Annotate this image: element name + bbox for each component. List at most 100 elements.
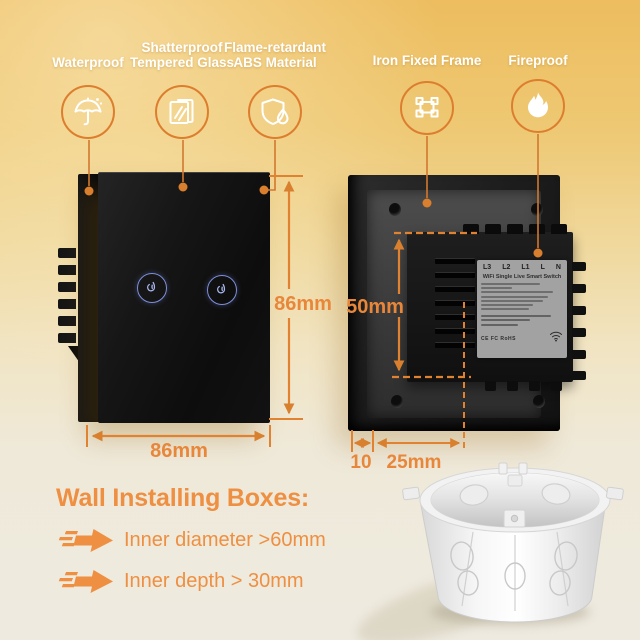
wall-box-image [357,462,624,640]
feature-circle-waterproof [61,85,115,139]
feature-label-line: Fireproof [508,53,568,68]
iron-frame-icon [415,97,439,118]
box-body [419,499,607,623]
feature-label-waterproof: Waterproof [23,55,153,70]
heatsink-fin [58,333,76,343]
shield-flame-icon [261,98,289,125]
frame-depth-label: 10 [350,452,372,473]
terminal-tooth [572,306,586,315]
spec-line [481,287,513,290]
feature-label-fireproof: Fireproof [473,53,603,68]
feature-label-line: Tempered Glass [129,55,235,70]
glass-face [98,172,270,423]
caution-line [481,319,531,322]
vent-slot [435,272,475,278]
heatsink-fin [58,265,76,275]
knockout-holes [450,541,578,596]
feature-label-line: Flame-retardant [223,40,327,55]
heatsink-fin [58,316,76,326]
terminal-tooth [572,350,586,359]
vent-slot [435,286,475,292]
terminal-row: L3 L2 L1 L N [481,264,563,271]
wifi-module: L3 L2 L1 L N WiFi Single Live Smart Swit… [407,224,586,391]
feature-circle-iron-frame [400,81,454,135]
terminal-mark: L [540,264,545,271]
feature-label-line: Shatterproof [141,40,223,55]
feature-circle-tempered-glass [155,85,209,139]
vent-slot [435,342,475,348]
umbrella-icon [74,97,103,126]
feature-label-line: ABS Material [233,55,317,70]
install-heading: Wall Installing Boxes: [56,484,310,512]
terminal-mark: L2 [502,264,511,271]
screw-hole [391,395,403,408]
terminal-block [463,224,479,234]
terminal-tooth [572,284,586,293]
vent-slot [435,328,475,334]
screw-hole [533,395,545,408]
feature-label-line: Iron Fixed Frame [372,53,482,68]
vent-slots [435,258,475,356]
terminal-block [507,224,523,234]
feature-label-line: Waterproof [52,55,124,70]
install-item-depth: Inner depth > 30mm [124,570,304,592]
inner-knockouts [459,483,571,506]
spec-line [481,283,541,285]
terminal-mark: L1 [521,264,530,271]
side-clip [606,486,624,501]
label-bottom-row: CE FC RoHS [481,330,563,342]
heatsink-fin [58,248,76,258]
feature-label-abs-material: Flame-retardant ABS Material [210,40,340,70]
panel-side-edge [78,174,100,422]
lug-screw-hole [510,514,519,523]
caution-line [481,323,518,326]
heatsink-fin [58,282,76,292]
spec-line [481,299,544,302]
terminal-tooth [572,371,586,380]
side-clip [402,486,420,501]
rim-tab [498,462,508,475]
terminal-mark: N [555,264,561,271]
front-width-label: 86mm [150,440,208,462]
feature-label-iron-frame: Iron Fixed Frame [362,53,492,68]
screw-hole [389,203,401,216]
terminal-tooth [485,381,496,391]
vent-slot [435,314,475,320]
feature-circle-abs-material [248,85,302,139]
fast-arrow-icon [58,529,113,552]
screw-hole [531,203,543,216]
terminal-block [529,224,545,234]
rim-tab [518,462,528,475]
module-depth-label: 25mm [386,452,442,473]
front-panel-view [52,172,292,424]
back-height-label: 50mm [346,296,404,318]
spec-line [481,295,549,298]
spec-line [481,303,534,306]
install-item-diameter: Inner diameter >60mm [124,529,326,551]
spec-label: L3 L2 L1 L N WiFi Single Live Smart Swit… [477,260,567,358]
feature-circle-fireproof [511,79,565,133]
touch-power-icon [217,283,226,294]
caution-line [481,315,551,318]
vent-slot [435,300,475,306]
module-title: WiFi Single Live Smart Switch [482,274,562,280]
back-panel-view: L3 L2 L1 L N WiFi Single Live Smart Swit… [345,175,593,435]
vent-slot [435,258,475,264]
terminal-tooth [507,381,518,391]
terminal-mark: L3 [483,264,492,271]
terminal-tooth [572,262,586,271]
touch-button [137,273,167,303]
feature-label-tempered-glass: Shatterproof Tempered Glass [117,40,247,70]
terminal-tooth [529,381,540,391]
touch-button [207,275,237,305]
fast-arrow-icon [58,570,113,593]
flame-icon [528,92,548,118]
tempered-glass-icon [169,99,194,124]
terminal-block [551,224,567,234]
terminal-block [485,224,501,234]
spec-line [481,291,554,294]
terminal-tooth [551,381,562,391]
spec-line [481,308,529,311]
cert-marks: CE FC RoHS [481,335,516,342]
